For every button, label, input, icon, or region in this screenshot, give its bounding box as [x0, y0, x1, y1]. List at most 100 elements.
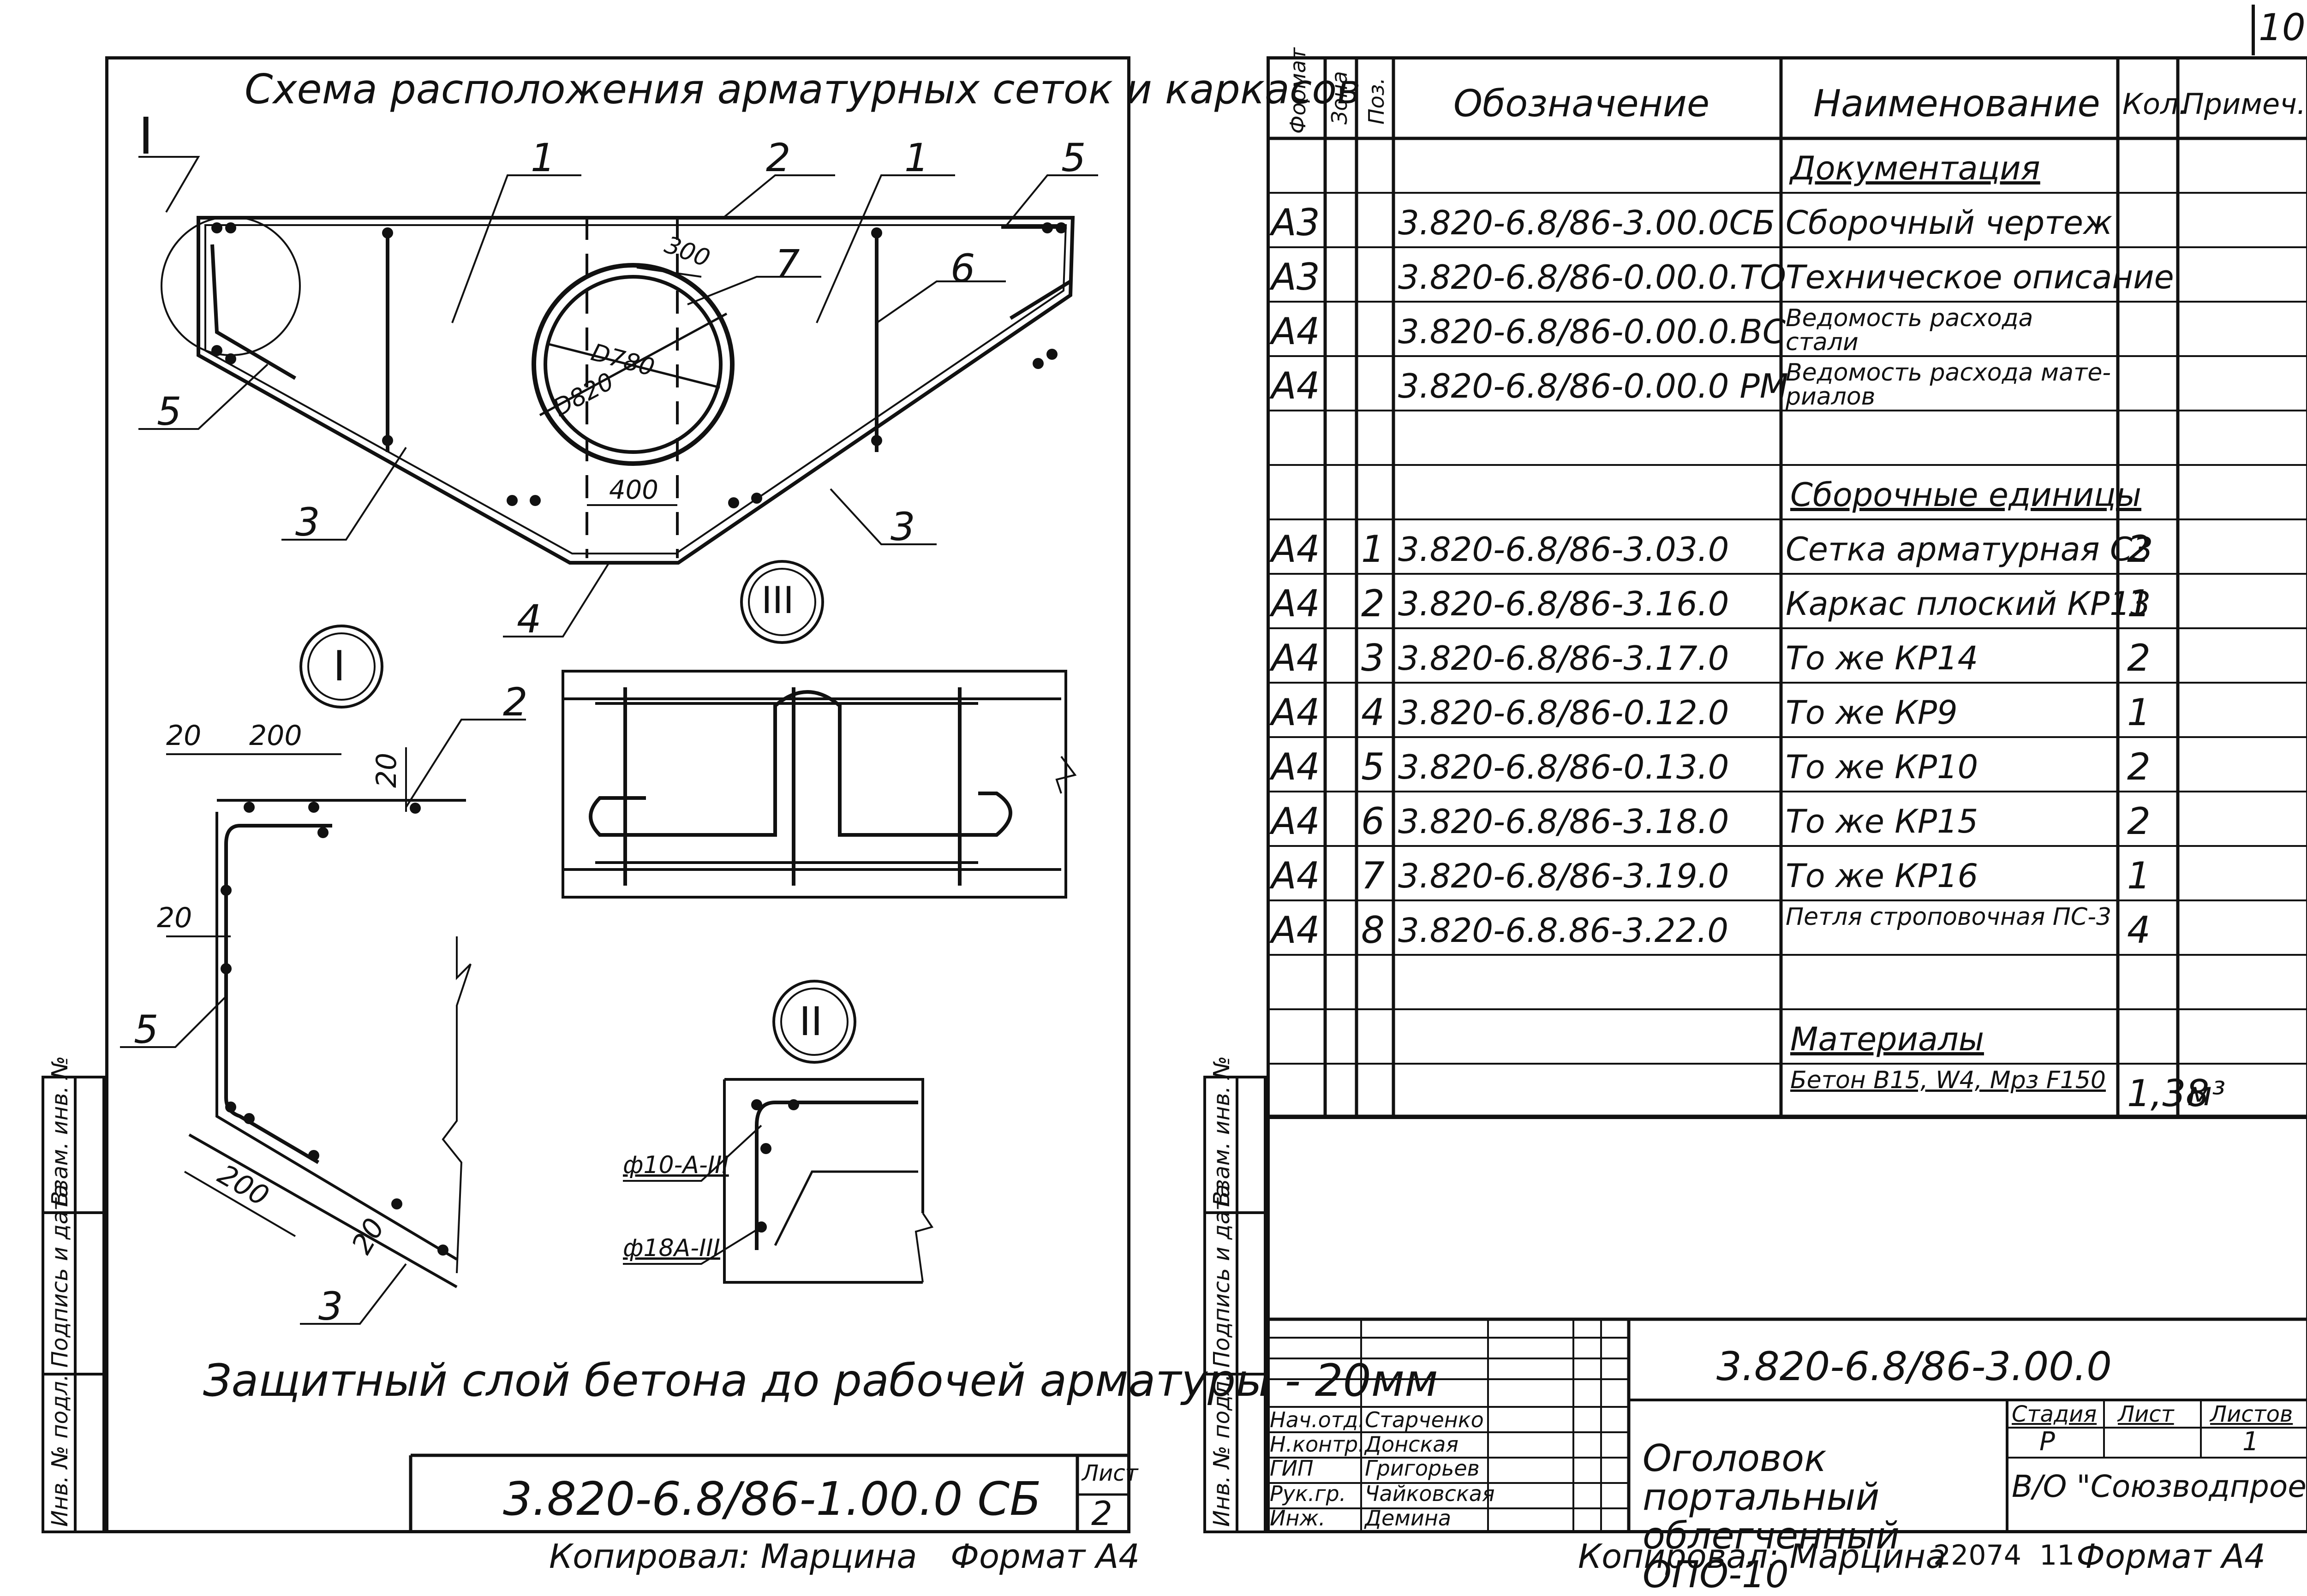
- leader: [405, 719, 526, 808]
- leader: [830, 488, 937, 545]
- right-footer-copied: Копировал: Марцина: [1578, 1537, 1946, 1576]
- spec-cell-code: 3.820-6.8/86-3.16.0: [1398, 584, 1729, 623]
- rebar-dot: [225, 1102, 236, 1113]
- spec-cell-name: Петля строповочная ПС-3: [1786, 903, 2112, 931]
- right-footer-num: 11: [2039, 1539, 2075, 1572]
- pipe-outer: [532, 263, 735, 466]
- right-footer-format: Формат А4: [2076, 1537, 2266, 1576]
- rebar-dot: [410, 803, 421, 814]
- right-sheet-frame: [1267, 56, 2307, 1533]
- rebar-dot: [751, 493, 762, 504]
- dim-line: [636, 267, 702, 278]
- spec-cell-pos: 4: [1361, 691, 1385, 734]
- col-header-zone: Зона: [1327, 71, 1352, 125]
- left-sheet-frame: [105, 56, 1130, 1533]
- left-side-stamp-divider: [42, 1211, 105, 1214]
- rebar-dot: [1046, 349, 1058, 360]
- page-number-top: 10: [2259, 6, 2306, 49]
- spec-cell-name: Сборочные единицы: [1790, 476, 2141, 514]
- bar-label: ф18А-III: [623, 1234, 720, 1262]
- break-line: [442, 936, 472, 1274]
- leader: [503, 562, 610, 637]
- mesh-bar: [1009, 280, 1072, 320]
- detail-i-bar: [188, 1133, 458, 1288]
- left-sheet-title: Схема расположения арматурных сеток и ка…: [245, 66, 1361, 113]
- left-side-stamp-divider: [42, 1373, 105, 1376]
- callout-number: 3: [891, 504, 915, 549]
- detail-ii-bar: [755, 1101, 918, 1250]
- spec-cell-name: То же КР10: [1786, 748, 1978, 786]
- leader: [120, 995, 227, 1048]
- spec-cell-code: 3.820-6.8/86-0.00.0.ТО: [1398, 258, 1787, 297]
- diameter-line: [539, 312, 728, 417]
- dim-label: 20: [157, 902, 192, 934]
- stamp-stage: Р: [2039, 1427, 2055, 1457]
- stamp-role: Рук.гр.: [1270, 1481, 1346, 1506]
- spec-cell-name: Каркас плоский КР13: [1786, 585, 2151, 623]
- spec-cell-format: А4: [1271, 691, 1320, 734]
- spec-cell-format: А4: [1271, 854, 1320, 897]
- right-side-stamp-divider: [1203, 1373, 1267, 1376]
- stamp-role: Нач.отд.: [1270, 1407, 1365, 1432]
- spec-cell-name: То же КР9: [1786, 694, 1958, 732]
- rebar-dot: [221, 963, 232, 974]
- rebar-dot: [308, 1150, 319, 1161]
- callout-number: 3: [318, 1284, 343, 1329]
- left-sheet-label: Лист: [1082, 1460, 1138, 1486]
- left-sheet-number: 2: [1091, 1494, 1112, 1533]
- spec-cell-pos: 5: [1361, 745, 1385, 788]
- section-mark: III: [761, 579, 794, 622]
- rebar-dot: [788, 1099, 799, 1110]
- spec-cell-code: 3.820-6.8/86-0.00.0 РМ: [1398, 367, 1788, 405]
- protective-layer-note: Защитный слой бетона до рабочей арматуры…: [203, 1355, 1438, 1406]
- rebar-dot: [382, 435, 393, 446]
- leader: [138, 156, 200, 213]
- spec-cell-name: То же КР16: [1786, 857, 1978, 895]
- callout-number: 1: [531, 135, 556, 180]
- spec-cell-pos: 7: [1361, 854, 1385, 897]
- spec-cell-name: Техническое описание: [1786, 258, 2174, 296]
- dim-label: 400: [609, 475, 658, 505]
- roman-circle: [299, 625, 383, 709]
- col-header-name: Наименование: [1813, 82, 2100, 125]
- leader: [451, 174, 581, 323]
- right-side-stamp: [1203, 1076, 1267, 1533]
- spec-cell-code: 3.820-6.8/86-0.13.0: [1398, 748, 1729, 786]
- right-side-stamp-col: [1236, 1076, 1238, 1533]
- roman-circle: [748, 568, 816, 636]
- spec-cell-qty: 4: [2127, 909, 2151, 952]
- spec-cell-code: 3.820-6.8/86-0.00.0.ВС: [1398, 312, 1786, 351]
- rebar-dot: [728, 497, 739, 508]
- leader: [687, 276, 821, 305]
- spec-cell-format: А4: [1271, 364, 1320, 407]
- spec-cell-name: Ведомость расхода стали: [1786, 304, 2033, 356]
- callout-number: 2: [503, 679, 528, 725]
- rebar-dot: [1042, 222, 1053, 233]
- stamp-name: Чайковская: [1365, 1481, 1495, 1506]
- stamp-role: Н.контр.: [1270, 1432, 1365, 1457]
- rebar-dot: [871, 435, 882, 446]
- callout-number: 5: [1061, 135, 1086, 180]
- leader: [138, 363, 269, 430]
- spec-cell-format: А4: [1271, 909, 1320, 952]
- callout-number: 5: [157, 389, 182, 434]
- page-number-bar: [2252, 5, 2255, 55]
- stamp-name: Григорьев: [1365, 1456, 1480, 1481]
- col-header-code: Обозначение: [1453, 82, 1710, 125]
- spec-cell-pos: 6: [1361, 800, 1385, 843]
- roman-circle: [740, 560, 824, 644]
- spec-cell-note: м³: [2187, 1074, 2226, 1113]
- right-footer-order: 22074: [1933, 1539, 2021, 1572]
- rebar-dot: [760, 1143, 771, 1154]
- dim-line: [184, 1171, 296, 1237]
- spec-cell-pos: 2: [1361, 582, 1385, 625]
- leader: [816, 174, 955, 323]
- spec-cell-qty: 1: [2127, 582, 2151, 625]
- spec-cell-format: А4: [1271, 637, 1320, 679]
- leader: [723, 174, 835, 218]
- col-header-format: Формат: [1285, 48, 1310, 134]
- spec-cell-name: Сборочный чертеж: [1786, 204, 2113, 242]
- leader: [281, 447, 407, 541]
- spec-cell-code: 3.820-6.8/86-3.18.0: [1398, 802, 1729, 841]
